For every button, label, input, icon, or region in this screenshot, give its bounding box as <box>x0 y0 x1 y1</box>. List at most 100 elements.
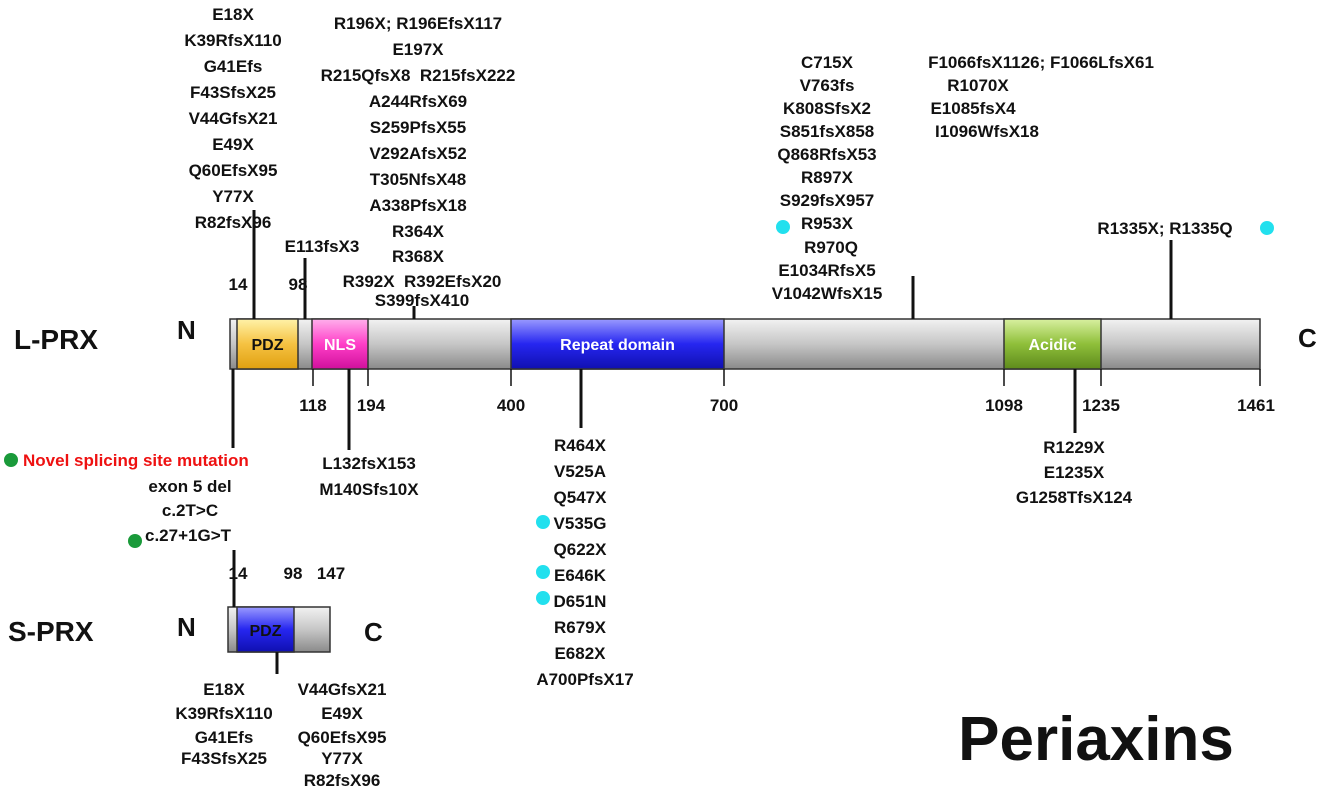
sprx-mut-group-right: V44GfsX21 E49X Q60EfsX95 Y77X R82fsX96 <box>298 680 387 790</box>
mutation-label: F43SfsX25 <box>190 83 276 102</box>
mutation-label: R215QfsX8 R215fsX222 <box>321 66 516 85</box>
mutation-label: E49X <box>321 704 363 723</box>
sprx-mut-group-left: E18X K39RfsX110 G41Efs F43SfsX25 <box>175 680 272 768</box>
mutation-label: V535G <box>554 514 607 533</box>
lprx-repeat-domain <box>510 318 725 370</box>
mutation-label: Q60EfsX95 <box>298 728 387 747</box>
mutation-label: R82fsX96 <box>195 213 272 232</box>
lprx-pos-194: 194 <box>357 396 386 415</box>
lprx-pos-1235: 1235 <box>1082 396 1120 415</box>
mutation-label: E49X <box>212 135 254 154</box>
mutation-label: T305NfsX48 <box>370 170 466 189</box>
mutation-label: K39RfsX110 <box>175 704 272 723</box>
lprx-pdz-label: PDZ <box>252 337 284 354</box>
sprx-n-terminus: N <box>177 612 196 642</box>
mutation-label: R82fsX96 <box>304 771 381 790</box>
lprx-pos-118: 118 <box>299 396 326 415</box>
variant-dot-v535g <box>536 515 550 529</box>
lprx-pdz-domain <box>236 318 299 370</box>
mutation-label: E682X <box>554 644 606 663</box>
mutation-label: R196X; R196EfsX117 <box>334 14 502 33</box>
mutation-label: R1229X <box>1043 438 1105 457</box>
lprx-pos-1461: 1461 <box>1237 396 1275 415</box>
mutation-label: V292AfsX52 <box>369 144 466 163</box>
mutation-label: S851fsX858 <box>780 122 875 141</box>
mutation-label: E1235X <box>1044 463 1105 482</box>
sprx-c-terminus: C <box>364 617 383 647</box>
lprx-mut-group-top-1: E18X K39RfsX110 G41Efs F43SfsX25 V44GfsX… <box>184 5 281 232</box>
mutation-label: R1070X <box>947 76 1009 95</box>
mutation-label: D651N <box>554 592 607 611</box>
figure-title: Periaxins <box>958 705 1234 774</box>
mutation-label: R897X <box>801 168 854 187</box>
lprx-nls-label: NLS <box>324 337 356 354</box>
mutation-label: S399fsX410 <box>375 291 470 310</box>
mutation-label: E197X <box>392 40 444 59</box>
mutation-label: S929fsX957 <box>780 191 875 210</box>
mutation-label: G1258TfsX124 <box>1016 488 1133 507</box>
novel-mutation-dot <box>4 453 18 467</box>
mutation-label: Q60EfsX95 <box>189 161 278 180</box>
mutation-label: R464X <box>554 436 607 455</box>
mutation-label: R364X <box>392 222 445 241</box>
mutation-label: E18X <box>203 680 245 699</box>
lprx-mut-group-bottom-1: exon 5 del c.2T>C <box>148 477 231 520</box>
mutation-label: C715X <box>801 53 854 72</box>
mutation-label: G41Efs <box>195 728 254 747</box>
sprx-pos-14: 14 <box>229 564 248 583</box>
lprx-pos-14: 14 <box>229 275 248 294</box>
lprx-pos-1098: 1098 <box>985 396 1023 415</box>
lprx-mut-group-top-6: R1335X; R1335Q <box>1097 219 1232 238</box>
sprx-pdz-domain <box>236 606 295 653</box>
lprx-mut-group-top-2: E113fsX3 <box>285 237 360 256</box>
mutation-label: R368X <box>392 247 445 266</box>
lprx-label: L-PRX <box>14 324 98 355</box>
mutation-label: V44GfsX21 <box>298 680 387 699</box>
mutation-label: S259PfsX55 <box>370 118 466 137</box>
variant-dot-r1335q <box>1260 221 1274 235</box>
lprx-mut-group-top-3: R196X; R196EfsX117 E197X R215QfsX8 R215f… <box>321 14 516 310</box>
mutation-label: G41Efs <box>204 57 263 76</box>
lprx-mut-group-bottom-4: R1229X E1235X G1258TfsX124 <box>1016 438 1133 507</box>
mutation-label: F43SfsX25 <box>181 749 267 768</box>
mutation-label: V763fs <box>800 76 855 95</box>
mutation-label: Q547X <box>554 488 608 507</box>
mutation-label: E18X <box>212 5 254 24</box>
mutation-label: c.2T>C <box>162 501 218 520</box>
mutation-label: R970Q <box>804 238 858 257</box>
variant-dot-r970q <box>776 220 790 234</box>
lprx-mut-group-bottom-3: R464X V525A Q547X V535G Q622X E646K D651… <box>536 436 633 689</box>
mutation-label: I1096WfsX18 <box>935 122 1039 141</box>
lprx-acidic-label: Acidic <box>1028 337 1076 354</box>
lprx-mut-group-top-5: F1066fsX1126; F1066LfsX61 R1070X E1085fs… <box>928 53 1154 141</box>
sprx-pdz-label: PDZ <box>250 623 282 640</box>
mutation-label: M140Sfs10X <box>319 480 419 499</box>
variant-dot-d651n <box>536 591 550 605</box>
mutation-label: R392X R392EfsX20 <box>343 272 502 291</box>
mutation-label: exon 5 del <box>148 477 231 496</box>
mutation-label: R953X <box>801 214 854 233</box>
sprx-pos-147: 147 <box>317 564 345 583</box>
novel-splicing-label: Novel splicing site mutation <box>23 451 249 470</box>
lprx-pos-700: 700 <box>710 396 738 415</box>
lprx-pos-98: 98 <box>289 275 308 294</box>
lprx-nls-domain <box>311 318 369 370</box>
lprx-n-terminus: N <box>177 315 196 345</box>
mutation-label: K39RfsX110 <box>184 31 281 50</box>
mutation-label: Q622X <box>554 540 608 559</box>
lprx-acidic-domain <box>1003 318 1102 370</box>
lprx-repeat-label: Repeat domain <box>560 337 675 354</box>
mutation-label: c.27+1G>T <box>145 526 232 545</box>
mutation-label: F1066fsX1126; F1066LfsX61 <box>928 53 1154 72</box>
mutation-label: R679X <box>554 618 607 637</box>
mutation-label: L132fsX153 <box>322 454 416 473</box>
mutation-label: V525A <box>554 462 606 481</box>
mutation-label: E1034RfsX5 <box>778 261 875 280</box>
mutation-label: K808SfsX2 <box>783 99 871 118</box>
sprx-pos-98: 98 <box>284 564 303 583</box>
mutation-label: A338PfsX18 <box>369 196 466 215</box>
mutation-label: A244RfsX69 <box>369 92 467 111</box>
novel-mutation-dot-c27 <box>128 534 142 548</box>
sprx-label: S-PRX <box>8 616 94 647</box>
